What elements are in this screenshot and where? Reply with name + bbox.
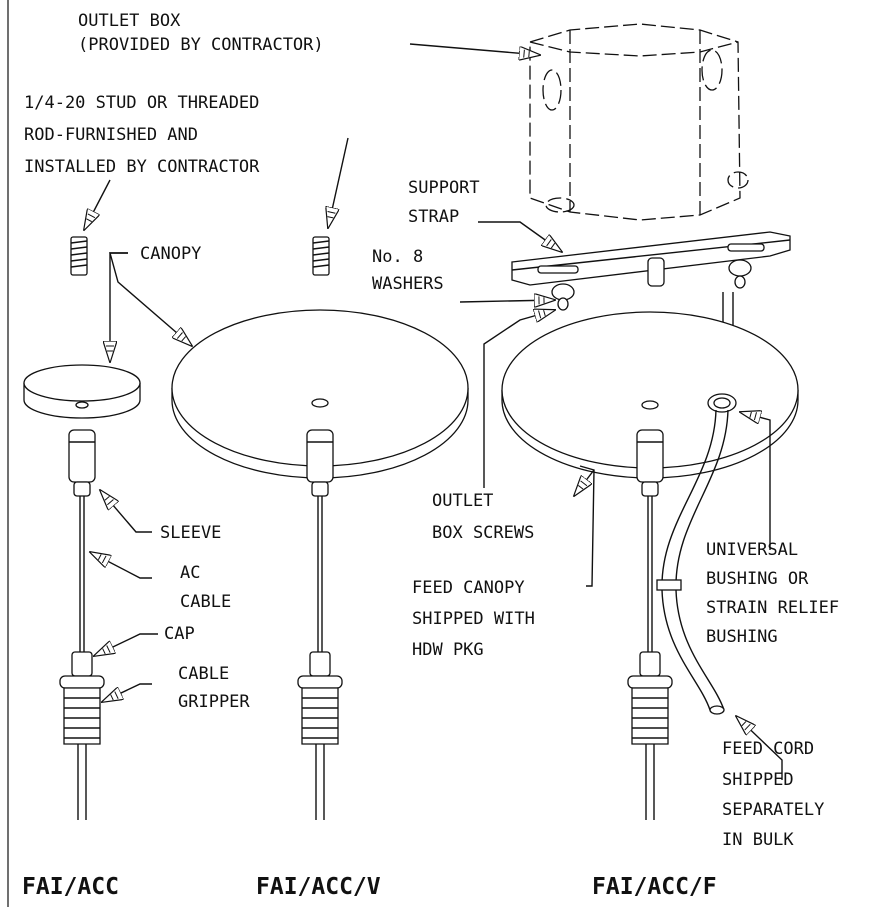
sleeve-label: SLEEVE: [160, 523, 221, 543]
outlet-box-label: OUTLET BOX(PROVIDED BY CONTRACTOR): [78, 11, 324, 55]
universal-bushing: [707, 393, 737, 413]
canopy-label: CANOPY: [140, 244, 201, 264]
feed-cord: [656, 409, 729, 715]
title-fai-acc-v: FAI/ACC/V: [256, 874, 381, 900]
leader-lines: [84, 43, 783, 780]
title-fai-acc-f: FAI/ACC/F: [592, 874, 717, 900]
title-fai-acc: FAI/ACC: [22, 874, 119, 900]
canopy-large-middle: [171, 309, 469, 479]
outlet-box: [529, 23, 749, 221]
pendant-left: [59, 429, 105, 820]
threaded-stud-middle: [312, 236, 330, 276]
cap-label: CAP: [164, 624, 195, 644]
washer-right: [728, 259, 752, 289]
pendant-right: [627, 429, 673, 820]
support-strap: [511, 231, 791, 287]
pendant-middle: [297, 429, 343, 820]
canopy-small: [23, 364, 141, 419]
washer-left: [551, 283, 575, 311]
threaded-stud-left: [70, 236, 88, 276]
